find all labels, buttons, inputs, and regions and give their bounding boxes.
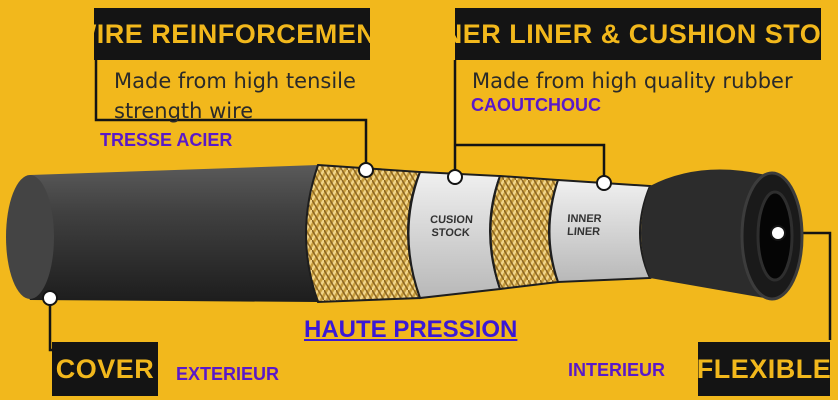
haute-pression-title: HAUTE PRESSION (304, 316, 518, 343)
liner-line1: INNER (566, 213, 603, 225)
cusion-line1: CUSION (429, 214, 474, 226)
tresse-acier-text: TRESSE ACIER (100, 130, 233, 150)
cusion-line2: STOCK (431, 227, 471, 239)
cover-label: COVER (52, 342, 158, 396)
inner-liner-layer (548, 178, 652, 284)
flexible-label: FLEXIBLE (697, 342, 831, 396)
marker-dots (42, 162, 786, 306)
wire-description-line1: Made from high tensile (114, 69, 356, 93)
wire-description: Made from high tensile strength wire (114, 66, 356, 126)
interieur-text: INTERIEUR (568, 360, 666, 380)
inner-liner-text: INNER LINER (562, 213, 606, 239)
wire-braid-inner (489, 174, 560, 291)
wire-braid-outer (305, 163, 422, 304)
inner-liner-cushion-label: INNER LINER & CUSHION STOCK (415, 8, 838, 60)
caoutchouc-text: CAOUTCHOUC (471, 95, 601, 115)
exterieur-text: EXTERIEUR (176, 364, 280, 384)
liner-line2: LINER (566, 226, 601, 238)
inner-description: Made from high quality rubber (472, 69, 793, 93)
wire-description-line2: strength wire (114, 99, 254, 123)
hose-cover (6, 165, 318, 302)
cusion-stock-text: CUSION STOCK (427, 214, 475, 240)
wire-reinforcement-label: WIRE REINFORCEMENT (71, 8, 393, 60)
